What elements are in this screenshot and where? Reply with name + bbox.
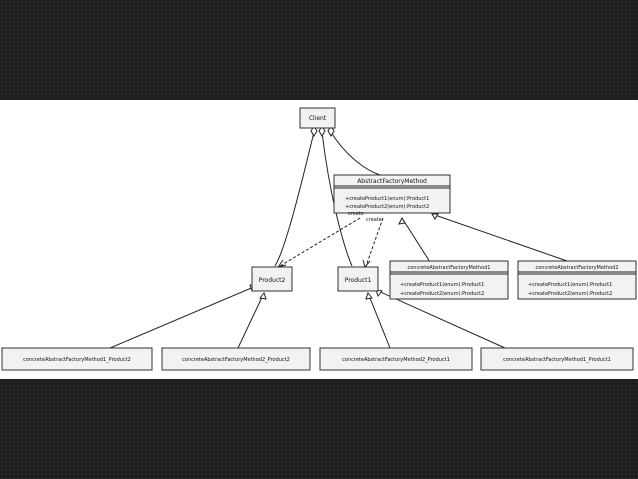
product2-impl2-line [237,292,265,349]
product1-label: Product1 [345,277,372,284]
concrete-factory-2-method-1: +createProduct1(enum):Product1 [528,282,612,288]
concrete-product-1-class: concreteAbstractFactoryMethod1_Product2 [1,347,153,371]
product2-class: Product2 [251,266,293,292]
concrete-factory-1-method-2: +createProduct2(enum):Product2 [400,291,484,297]
product1-impl2-line [375,289,506,349]
concrete-factory-1-class: concreteAbstractFactoryMethod1 +createPr… [389,260,509,300]
inherit-triangle [259,291,267,300]
client-to-factory-line [330,131,381,176]
concrete-product-4-class: concreteAbstractFactoryMethod1_Product1 [480,347,634,371]
slide-canvas: Client AbstractFactoryMethod +createProd… [0,100,638,379]
concrete-product-4-label: concreteAbstractFactoryMethod1_Product1 [503,357,611,363]
concrete-product-2-class: concreteAbstractFactoryMethod2_Product2 [161,347,311,371]
abstract-factory-name: AbstractFactoryMethod [357,178,427,185]
inherit-triangle [365,291,373,300]
create-label: create [366,217,382,223]
concrete-product-2-label: concreteAbstractFactoryMethod2_Product2 [182,357,290,363]
product2-impl1-line [109,285,257,349]
concrete-product-1-label: concreteAbstractFactoryMethod1_Product2 [23,357,131,363]
create-dependency-product1 [365,217,384,267]
client-to-product1-line [321,131,353,267]
concrete-factory-1-name: concreteAbstractFactoryMethod1 [408,265,491,271]
abstract-factory-method-1: +createProduct1(enum):Product1 [345,196,429,202]
concrete-factory-2-class: concreteAbstractFactoryMethod2 +createPr… [517,260,637,300]
concrete-factory-2-method-2: +createProduct2(enum):Product2 [528,291,612,297]
arrowhead [362,259,371,269]
client-label: Client [309,115,327,122]
product1-class: Product1 [337,266,379,292]
uml-diagram: Client AbstractFactoryMethod +createProd… [1,107,637,371]
connectors [109,125,571,349]
concrete-product-3-label: concreteAbstractFactoryMethod2_Product1 [342,357,450,363]
factory1-generalization [401,217,431,263]
product2-label: Product2 [259,277,286,284]
client-class: Client [299,107,336,129]
client-to-product2-line [274,131,315,267]
create-label: create [348,211,364,217]
concrete-factory-1-method-1: +createProduct1(enum):Product1 [400,282,484,288]
concrete-factory-2-name: concreteAbstractFactoryMethod2 [536,265,619,271]
abstract-factory-class: AbstractFactoryMethod +createProduct1(en… [333,174,451,214]
concrete-product-3-class: concreteAbstractFactoryMethod2_Product1 [319,347,473,371]
abstract-factory-method-2: +createProduct2(enum):Product2 [345,204,429,210]
create-dependency-product2 [279,217,361,267]
product1-impl1-line [367,292,391,349]
inherit-triangle [431,213,439,220]
inherit-triangle [398,216,406,225]
factory2-generalization [431,213,571,263]
